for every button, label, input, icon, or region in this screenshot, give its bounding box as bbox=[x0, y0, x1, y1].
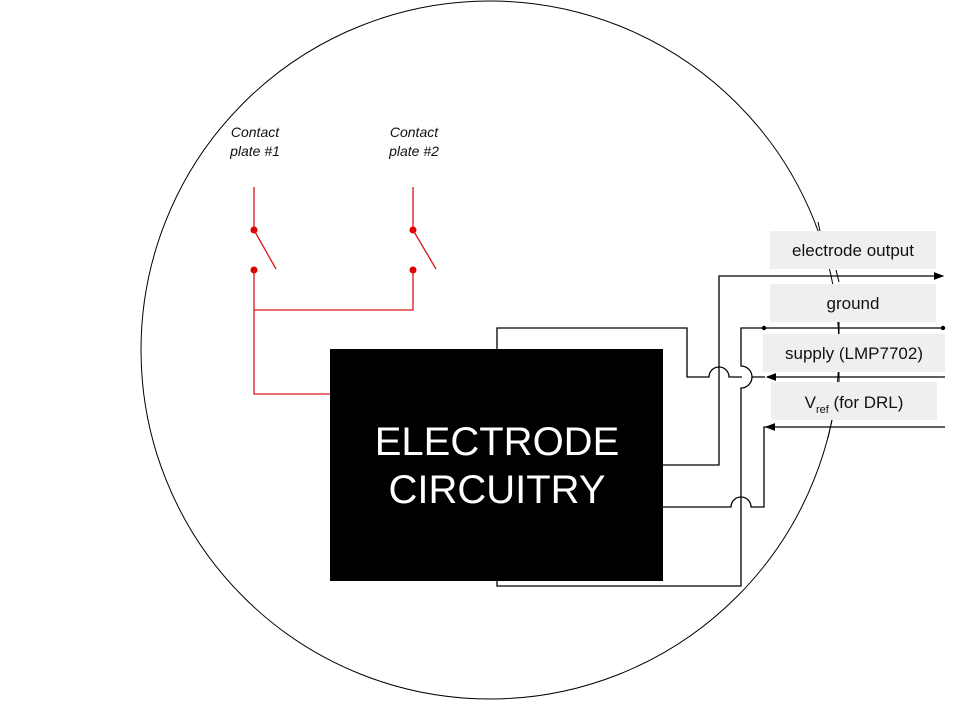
block-label-line2: CIRCUITRY bbox=[388, 468, 605, 512]
switch-1-lever bbox=[253, 229, 277, 270]
electrode-circuitry-block bbox=[330, 349, 663, 581]
contact-plate-1-label: Contact plate #1 bbox=[229, 124, 280, 159]
ground-label: ground bbox=[827, 294, 880, 313]
vref-wire bbox=[663, 426, 767, 508]
switch-1 bbox=[250, 187, 277, 274]
signal-label-vref: Vref (for DRL) bbox=[771, 382, 937, 420]
ground-junction-left bbox=[761, 325, 767, 331]
connector-ticks bbox=[817, 221, 840, 439]
vref-label: Vref (for DRL) bbox=[805, 393, 904, 416]
signal-label-ground: ground bbox=[770, 284, 936, 322]
supply-wire bbox=[496, 327, 765, 378]
electrode-output-label: electrode output bbox=[792, 241, 914, 260]
supply-label: supply (LMP7702) bbox=[785, 344, 923, 363]
switch-wire bbox=[253, 270, 414, 395]
contact-plate-1-line1: Contact bbox=[231, 124, 280, 140]
ground-wire bbox=[496, 327, 943, 587]
signal-label-supply: supply (LMP7702) bbox=[763, 334, 945, 372]
switch-2 bbox=[409, 187, 437, 274]
electrode-output-wire bbox=[663, 272, 945, 466]
contact-plate-2-line1: Contact bbox=[390, 124, 439, 140]
ground-junction-right bbox=[940, 325, 946, 331]
block-label-line1: ELECTRODE bbox=[375, 420, 620, 464]
signal-label-electrode-output: electrode output bbox=[770, 231, 936, 269]
contact-plate-2-label: Contact plate #2 bbox=[388, 124, 439, 159]
contact-plate-2-line2: plate #2 bbox=[388, 143, 439, 159]
switch-2-lever bbox=[412, 229, 437, 270]
contact-plate-1-line2: plate #1 bbox=[229, 143, 280, 159]
